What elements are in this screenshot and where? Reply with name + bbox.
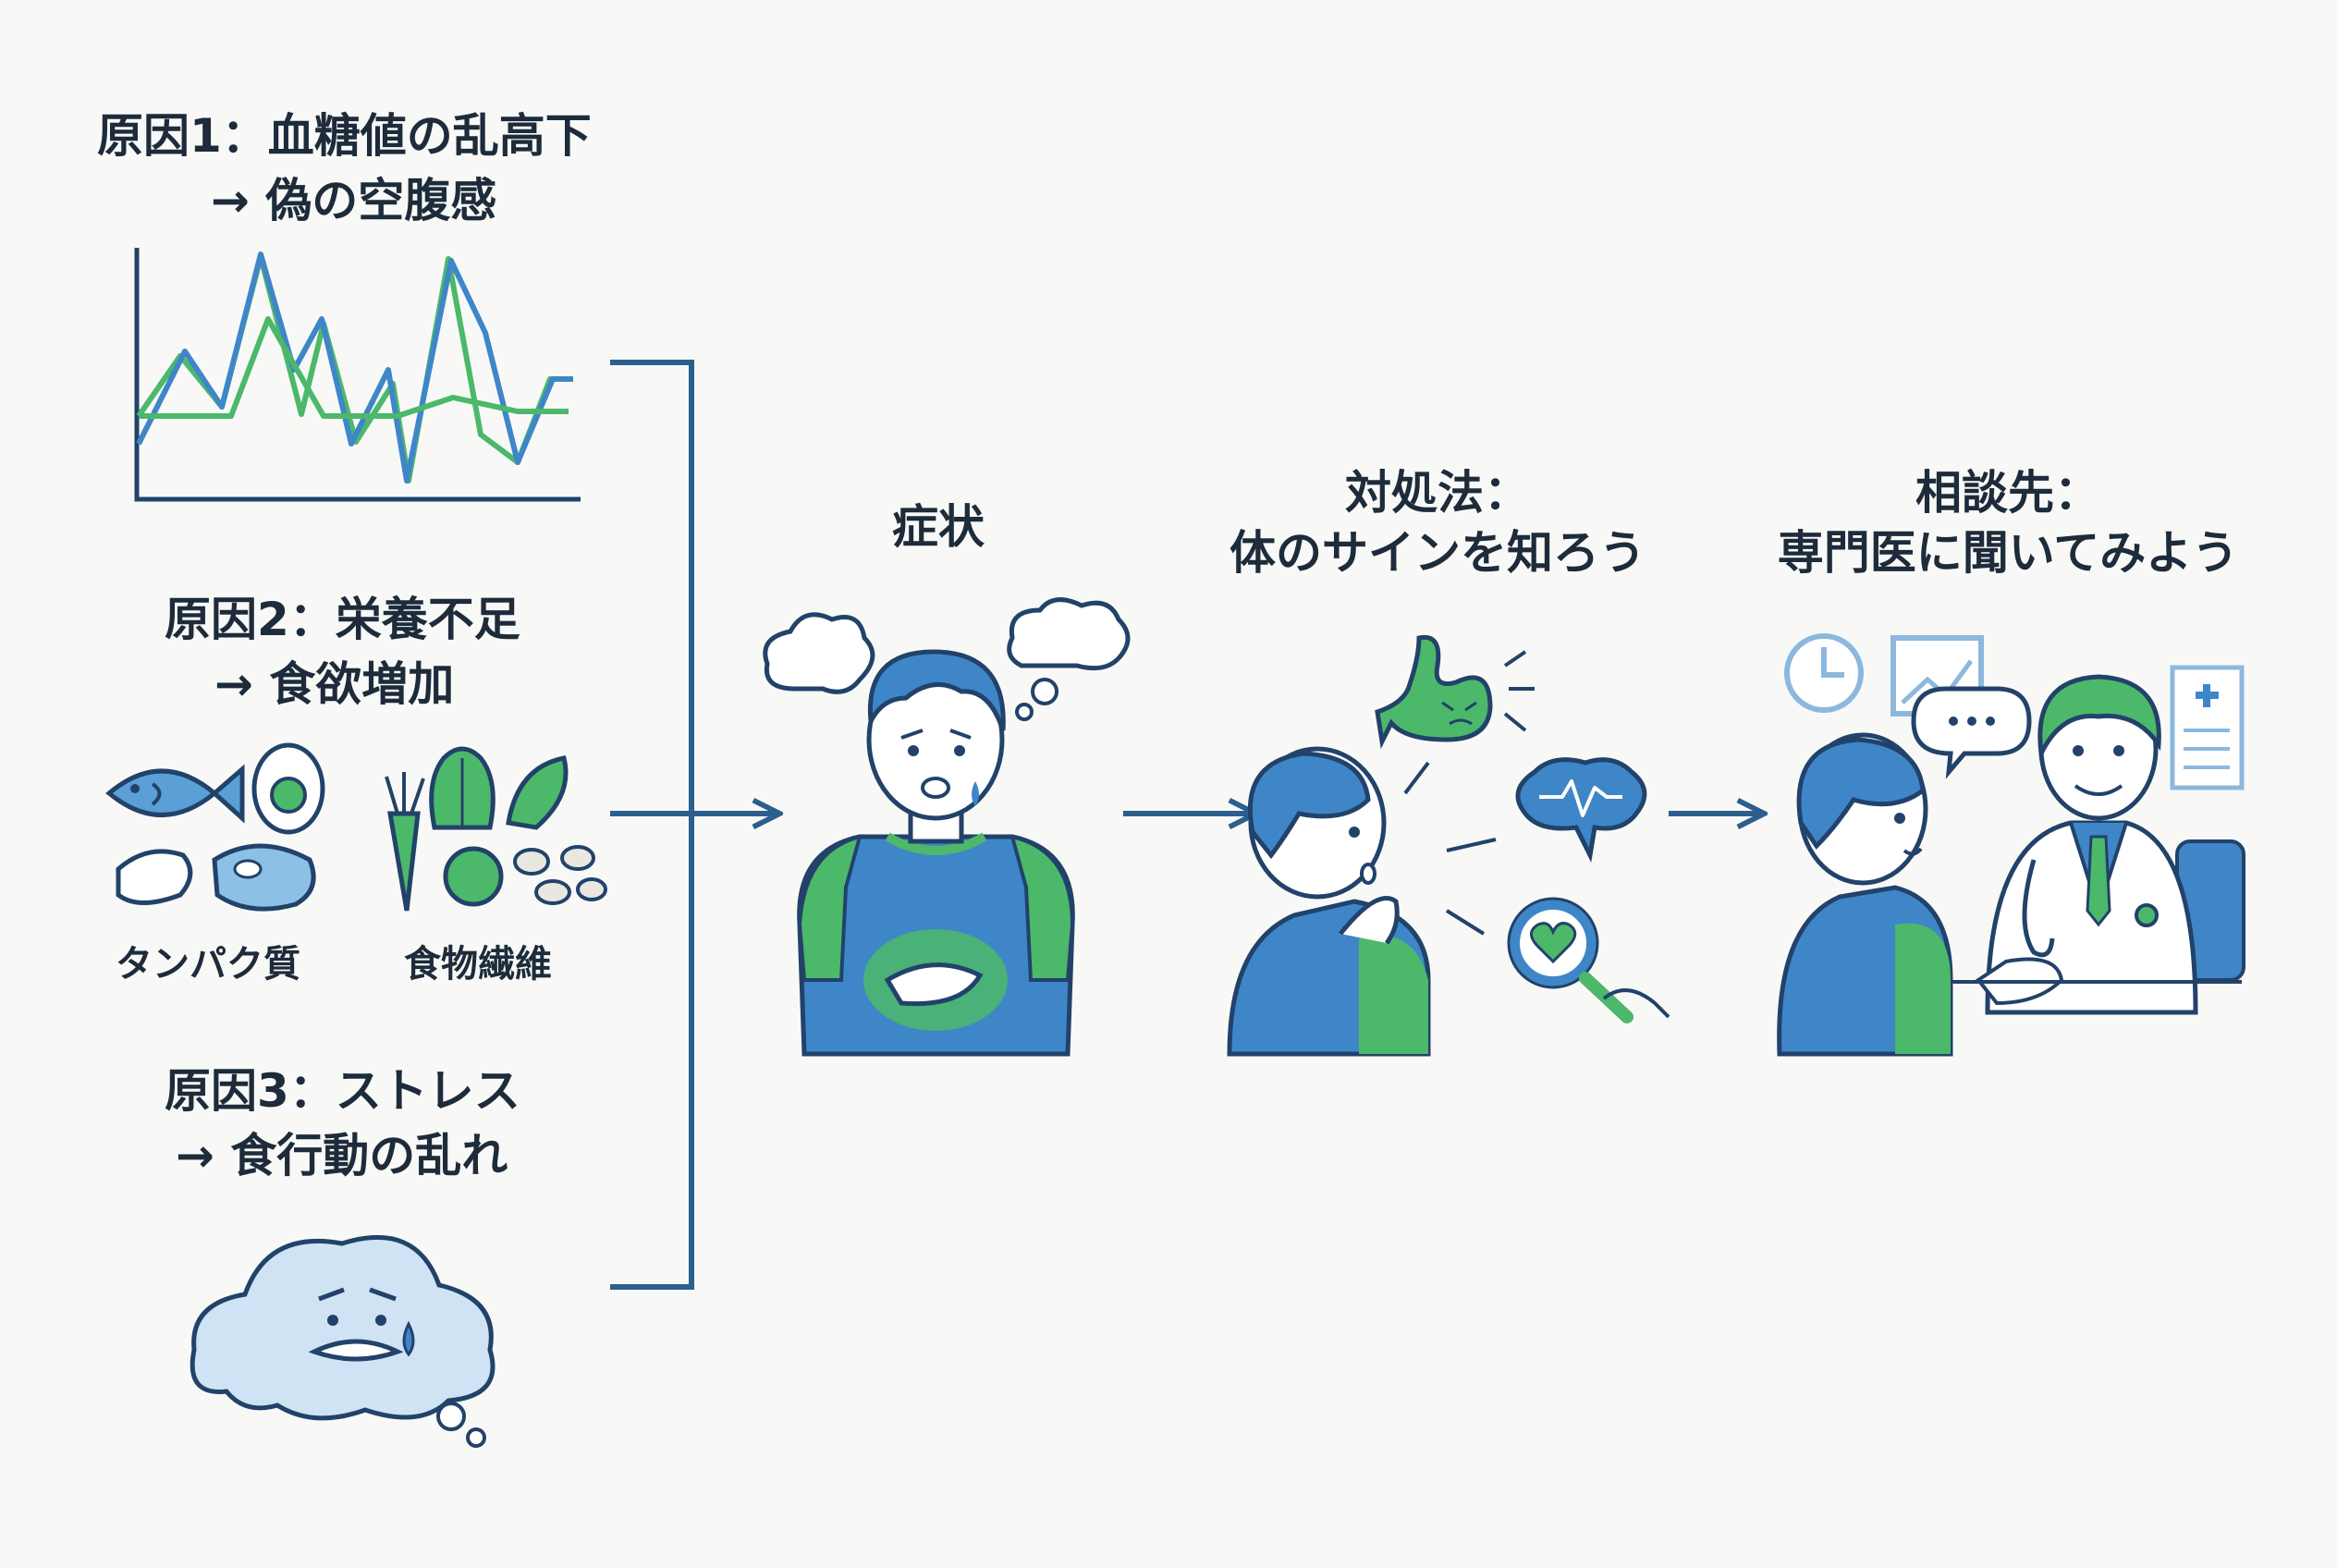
remedy-subtitle: 体のサインを知ろう [1230,526,1646,580]
worried-person-icon [763,597,1131,1057]
cause2-effect: → 食欲増加 [214,657,455,711]
consult-subtitle: 専門医に聞いてみよう [1777,526,2239,580]
magnifier-heart-icon [1507,897,1670,1023]
vegetables-icon [429,746,569,907]
doctor-icon [1946,674,2245,1015]
stomach-icon [1375,634,1535,750]
chart-icon [134,248,581,502]
cause3-title: 原因3：ストレス [165,1064,520,1118]
food-label-fiber: 食物繊維 [404,943,552,986]
meat-icon [116,843,316,912]
cause-bracket [610,360,777,1290]
egg-icon [251,742,325,835]
cause1-title: 原因1：血糖値の乱高下 [97,109,592,163]
consult-title: 相談先： [1915,466,2100,520]
beans-icon [513,845,607,905]
thinking-person-icon [1227,746,1497,1057]
medical-chart-icon [2170,665,2245,790]
food-label-protein: タンパク質 [116,943,300,986]
speech-bubble-icon [1911,686,2032,779]
cause3-effect: → 食行動の乱れ [176,1129,508,1182]
symptom-title: 症状 [892,500,985,554]
fish-icon [105,764,245,824]
remedy-title: 対処法： [1345,466,1530,520]
brain-pulse-icon [1515,757,1647,863]
carrot-icon [385,772,425,912]
cause2-title: 原因2：栄養不足 [165,593,520,646]
clock-icon [1784,633,1864,713]
patient-icon [1777,732,1953,1057]
cause1-effect: → 偽の空腹感 [211,174,497,227]
worried-cloud-icon [190,1234,496,1448]
